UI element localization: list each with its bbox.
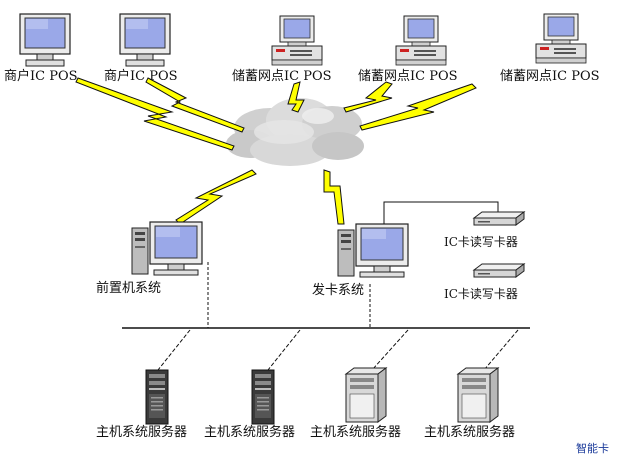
card-reader-label: IC卡读写卡器 bbox=[444, 287, 518, 301]
network-cloud bbox=[226, 98, 364, 166]
server-1 bbox=[145, 369, 169, 425]
terminal-savings-pos-2 bbox=[395, 15, 447, 66]
server-2 bbox=[251, 369, 275, 425]
front-system-label: 前置机系统 bbox=[96, 280, 161, 296]
terminal-savings-pos-3 bbox=[535, 13, 587, 64]
reader-links bbox=[383, 201, 499, 224]
lightning-icon bbox=[75, 77, 235, 151]
terminal-merchant-pos-1 bbox=[19, 13, 71, 67]
terminal-label: 商户IC POS bbox=[4, 68, 78, 84]
server-4 bbox=[457, 367, 499, 423]
server-3 bbox=[345, 367, 387, 423]
lightning-icon bbox=[145, 77, 245, 133]
card-issuing-workstation bbox=[337, 223, 409, 278]
terminal-label: 储蓄网点IC POS bbox=[358, 69, 458, 84]
wireless-links bbox=[75, 77, 477, 225]
lightning-icon bbox=[359, 83, 477, 131]
corner-caption: 智能卡 bbox=[576, 441, 609, 455]
card-reader-label: IC卡读写卡器 bbox=[444, 235, 518, 249]
server-label: 主机系统服务器 bbox=[96, 424, 187, 440]
lan-bus bbox=[122, 262, 530, 371]
front-end-workstation bbox=[131, 221, 203, 276]
terminal-merchant-pos-2 bbox=[119, 13, 171, 67]
lightning-icon bbox=[175, 169, 257, 225]
terminal-label: 商户IC POS bbox=[104, 68, 178, 84]
card-reader-2 bbox=[473, 263, 525, 278]
terminal-savings-pos-1 bbox=[271, 15, 323, 66]
lightning-icon bbox=[323, 169, 345, 225]
issuing-system-label: 发卡系统 bbox=[312, 282, 364, 298]
lightning-icon bbox=[343, 81, 393, 113]
server-label: 主机系统服务器 bbox=[204, 424, 295, 440]
lightning-icon bbox=[287, 81, 305, 113]
terminal-label: 储蓄网点IC POS bbox=[232, 69, 332, 84]
terminal-label: 储蓄网点IC POS bbox=[500, 69, 600, 84]
server-label: 主机系统服务器 bbox=[310, 424, 401, 440]
server-label: 主机系统服务器 bbox=[424, 424, 515, 440]
card-reader-1 bbox=[473, 211, 525, 226]
